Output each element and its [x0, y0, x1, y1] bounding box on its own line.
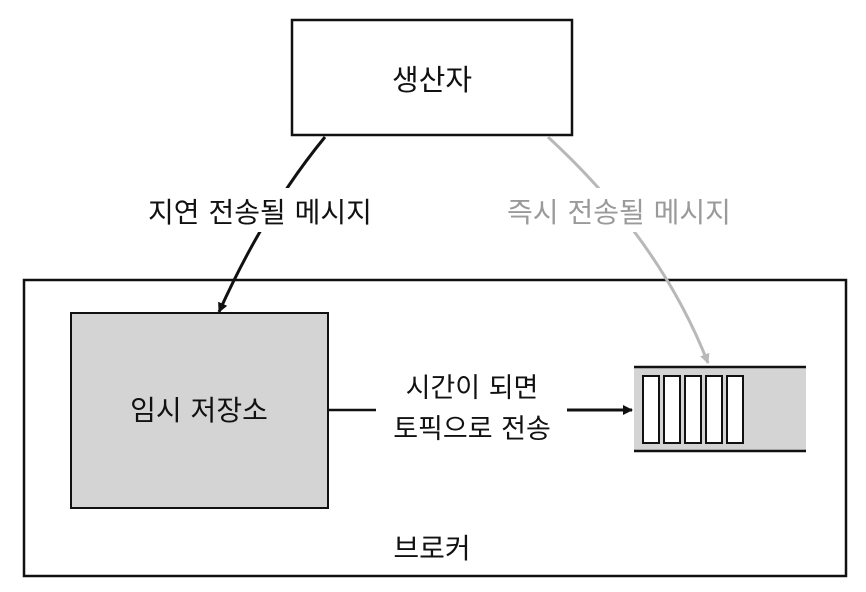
- immediate-message-arrow: [546, 135, 710, 364]
- immediate-message-label: 즉시 전송될 메시지: [507, 196, 731, 229]
- delayed-label-bg: [130, 188, 395, 232]
- queue-slot: [726, 375, 744, 444]
- temp-storage-label: 임시 저장소: [130, 394, 268, 427]
- transfer-label-line1: 시간이 되면: [406, 373, 539, 404]
- transfer-label-line2: 토픽으로 전송: [393, 414, 551, 445]
- producer-box: [290, 18, 574, 137]
- queue-slot: [684, 375, 702, 444]
- broker-label: 브로커: [393, 532, 470, 565]
- topic-queue: [634, 365, 806, 453]
- producer-label: 생산자: [392, 63, 472, 97]
- queue-slot: [642, 375, 660, 444]
- delayed-message-label: 지연 전송될 메시지: [148, 196, 372, 229]
- immediate-label-bg: [488, 188, 750, 232]
- temp-storage-box: [70, 312, 329, 509]
- queue-slot: [705, 375, 723, 444]
- queue-slot: [663, 375, 681, 444]
